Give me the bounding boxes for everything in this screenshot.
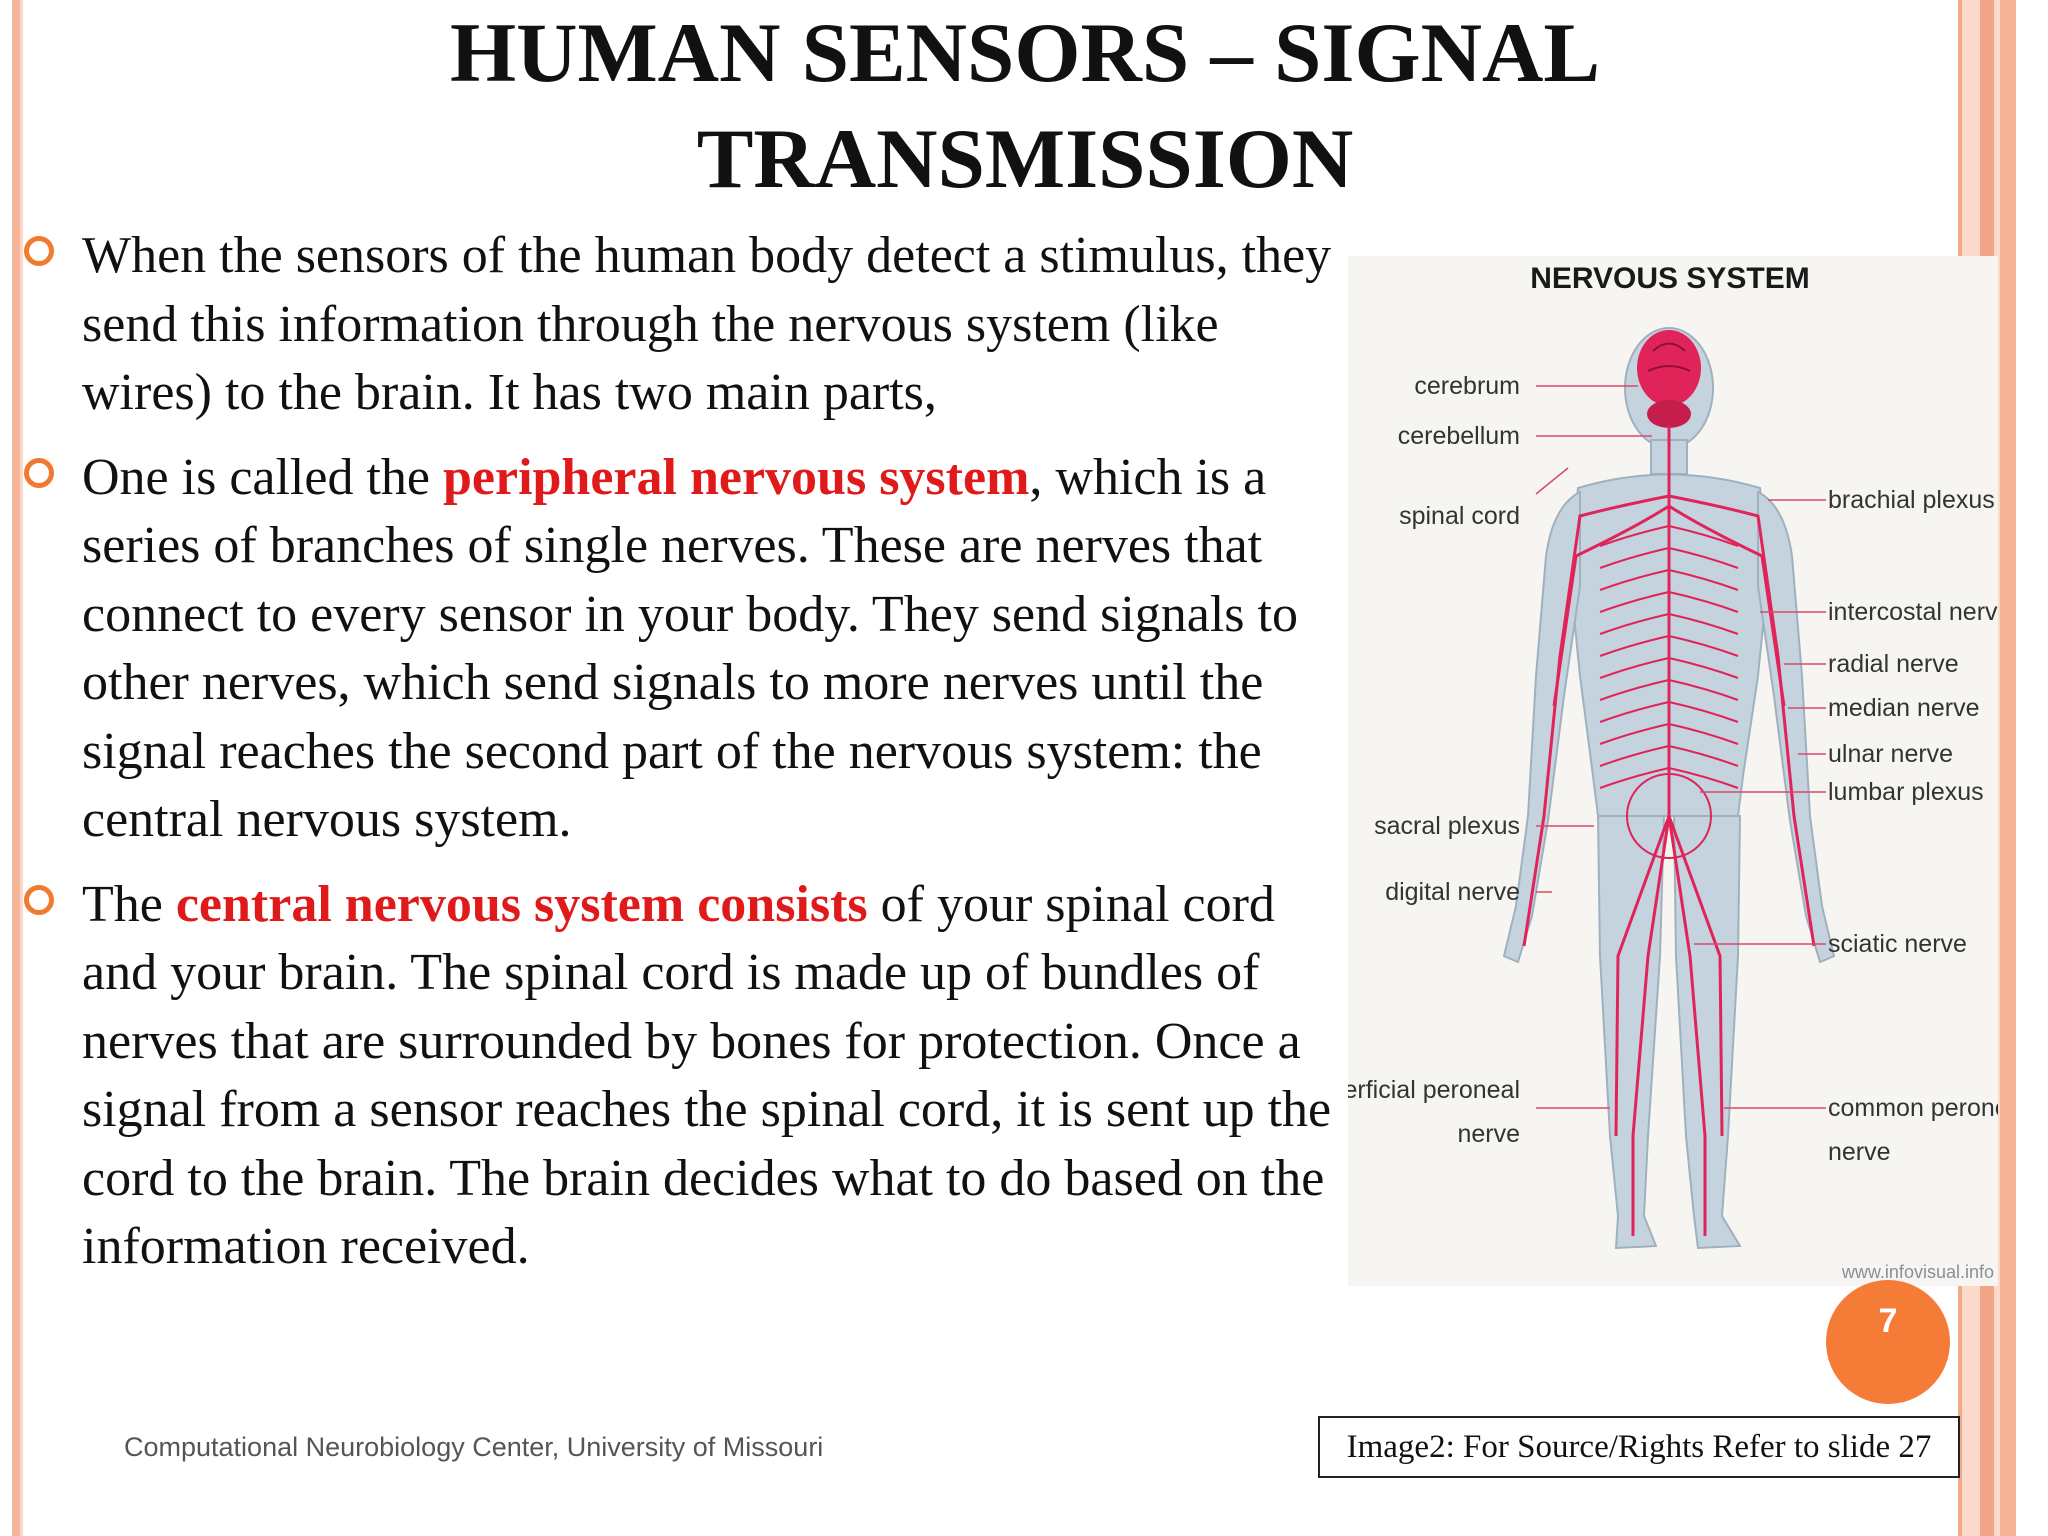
bullet-item: The central nervous system consists of y… — [24, 871, 1354, 1282]
label-lumbar-plexus: lumbar plexus — [1828, 778, 1984, 806]
label-spinal-cord: spinal cord — [1399, 502, 1520, 530]
bullet-item: One is called the peripheral nervous sys… — [24, 444, 1354, 855]
bullet-text: One is called the — [82, 448, 443, 506]
intercostal-nerve-line — [1668, 569, 1739, 591]
label-common-peroneal-nerve: nerve — [1828, 1138, 1891, 1166]
intercostal-nerve-line — [1599, 767, 1670, 789]
bullet-text: , which is a series of branches of singl… — [82, 448, 1298, 849]
intercostal-nerve-line — [1668, 767, 1739, 789]
label-median-nerve: median nerve — [1828, 694, 1979, 722]
slide-number-badge: 7 — [1826, 1280, 1950, 1404]
intercostal-nerves — [1599, 525, 1739, 789]
leader-lines — [1535, 385, 1826, 1109]
bullet-circle-icon — [24, 457, 54, 488]
intercostal-nerve-line — [1668, 701, 1739, 723]
intercostal-nerve-line — [1599, 591, 1670, 613]
nervous-system-figure: NERVOUS SYSTEM — [1348, 256, 1998, 1286]
label-radial-nerve: radial nerve — [1828, 650, 1959, 678]
image-source-caption: Image2: For Source/Rights Refer to slide… — [1318, 1416, 1960, 1478]
intercostal-nerve-line — [1668, 723, 1739, 745]
highlighted-term: peripheral nervous system — [442, 448, 1030, 506]
bullet-circle-icon — [24, 236, 54, 266]
intercostal-nerve-line — [1599, 635, 1670, 657]
highlighted-term: central nervous system consists — [175, 875, 868, 933]
intercostal-nerve-line — [1668, 745, 1739, 767]
left-decor-stripe — [12, 0, 20, 1536]
slide-title: HUMAN SENSORS – SIGNAL TRANSMISSION — [330, 0, 1720, 212]
intercostal-nerve-line — [1599, 525, 1670, 547]
left-decor-stripe-light — [20, 0, 23, 1536]
intercostal-nerve-line — [1599, 569, 1670, 591]
intercostal-nerve-line — [1668, 657, 1739, 679]
intercostal-nerve-line — [1599, 613, 1670, 635]
bullet-text: The — [82, 875, 176, 933]
figure-title: NERVOUS SYSTEM — [1530, 262, 1810, 295]
brain-shape — [1637, 330, 1701, 428]
bullet-circle-icon — [24, 884, 54, 915]
label-superficial-peroneal: superficial peroneal — [1348, 1076, 1520, 1104]
figure-watermark: www.infovisual.info — [1841, 1262, 1994, 1282]
bullet-text: of your spinal cord and your brain. The … — [82, 875, 1332, 1276]
label-cerebellum: cerebellum — [1398, 422, 1520, 450]
intercostal-nerve-line — [1599, 723, 1670, 745]
intercostal-nerve-line — [1668, 635, 1739, 657]
footer-text: Computational Neurobiology Center, Unive… — [124, 1432, 824, 1462]
label-common-peroneal: common peroneal — [1828, 1094, 1998, 1122]
label-superficial-peroneal-nerve: nerve — [1457, 1120, 1520, 1148]
body-silhouette — [1502, 327, 1836, 1250]
label-sciatic-nerve: sciatic nerve — [1828, 930, 1967, 958]
intercostal-nerve-line — [1668, 525, 1739, 547]
label-sacral-plexus: sacral plexus — [1374, 812, 1520, 840]
intercostal-nerve-line — [1668, 547, 1739, 569]
bullet-list: When the sensors of the human body detec… — [24, 222, 1354, 1298]
intercostal-nerve-line — [1668, 613, 1739, 635]
intercostal-nerve-line — [1668, 679, 1739, 701]
label-intercostal-nerve: intercostal nerve — [1828, 598, 1998, 626]
slide-title-line2: TRANSMISSION — [696, 112, 1354, 206]
right-decor-stripe — [2000, 0, 2016, 1536]
label-brachial-plexus: brachial plexus — [1828, 486, 1995, 514]
bullet-item: When the sensors of the human body detec… — [24, 222, 1354, 428]
label-ulnar-nerve: ulnar nerve — [1828, 740, 1953, 768]
intercostal-nerve-line — [1599, 657, 1670, 679]
slide-title-line1: HUMAN SENSORS – SIGNAL — [449, 6, 1601, 100]
intercostal-nerve-line — [1668, 591, 1739, 613]
label-cerebrum: cerebrum — [1414, 372, 1520, 400]
intercostal-nerve-line — [1599, 547, 1670, 569]
label-digital-nerve: digital nerve — [1385, 878, 1520, 906]
intercostal-nerve-line — [1599, 679, 1670, 701]
nerve-lines — [1522, 426, 1816, 1236]
intercostal-nerve-line — [1599, 745, 1670, 767]
nervous-system-diagram: NERVOUS SYSTEM — [1348, 262, 1998, 1282]
bullet-text: When the sensors of the human body detec… — [82, 227, 1332, 421]
intercostal-nerve-line — [1599, 701, 1670, 723]
